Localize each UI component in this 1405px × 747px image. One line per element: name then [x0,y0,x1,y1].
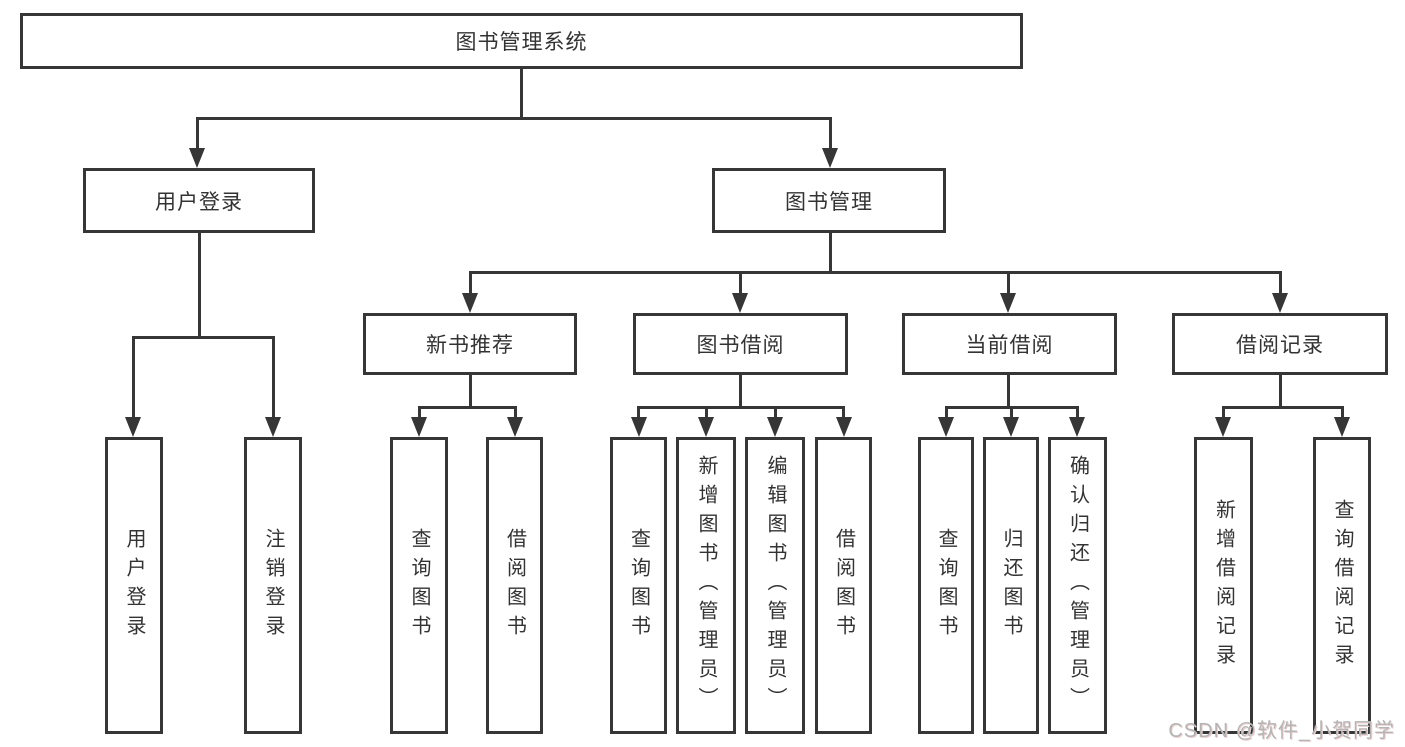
connector-line [469,271,1282,274]
leaf-borrow-book: 借阅图书 [815,437,872,734]
leaf-add-book-admin: 新增图书（管理员） [676,437,736,734]
connector-line [705,406,708,419]
connector-line [520,66,523,119]
connector-line [739,373,742,409]
node-label: 图书管理 [785,190,873,214]
arrow-head [698,417,714,437]
connector-line [132,336,275,339]
arrow-head [938,417,954,437]
node-label: 当前借阅 [965,334,1054,357]
leaf-label: 编辑图书（管理员） [764,455,786,716]
node-book-borrow: 图书借阅 [633,313,848,375]
leaf-label: 新增图书（管理员） [695,455,717,716]
leaf-label: 查询图书 [408,527,430,644]
leaf-label: 查询借阅记录 [1331,498,1353,673]
connector-line [1007,271,1010,296]
arrow-head [1215,417,1231,437]
leaf-label: 查询图书 [627,527,650,644]
connector-line [1007,373,1010,409]
leaf-label: 借阅图书 [503,527,526,644]
connector-line [1076,406,1079,419]
arrow-head [822,148,838,168]
node-root-label: 图书管理系统 [455,31,588,54]
node-root: 图书管理系统 [20,13,1023,69]
connector-line [1222,406,1225,419]
connector-line [418,406,517,409]
connector-line [739,271,742,296]
leaf-logout: 注销登录 [244,437,302,734]
arrow-head [1003,417,1019,437]
leaf-query-book-current: 查询图书 [918,437,974,734]
leaf-confirm-return-admin: 确认归还（管理员） [1048,437,1107,734]
leaf-label: 确认归还（管理员） [1066,455,1089,716]
arrow-head [1272,293,1288,313]
arrow-head [125,417,141,437]
connector-line [196,117,199,150]
arrow-head [1000,293,1016,313]
arrow-head [631,417,647,437]
connector-line [1010,406,1013,419]
connector-line [1341,406,1344,419]
connector-line [829,231,832,273]
arrow-head [411,417,427,437]
leaf-return-book: 归还图书 [983,437,1039,734]
arrow-head [265,417,281,437]
node-current-borrow: 当前借阅 [902,313,1117,375]
leaf-label: 新增借阅记录 [1212,498,1235,673]
connector-line [196,117,832,120]
arrow-head [1334,417,1350,437]
leaf-label: 查询图书 [935,527,957,644]
node-label: 借阅记录 [1236,334,1324,357]
arrow-head [732,293,748,313]
connector-line [842,406,845,419]
leaf-query-borrow-record: 查询借阅记录 [1313,437,1371,734]
leaf-user-login: 用户登录 [105,437,163,734]
leaf-query-book-borrow: 查询图书 [610,437,667,734]
arrow-head [462,293,478,313]
leaf-borrow-book-recommend: 借阅图书 [486,437,543,734]
connector-line [469,271,472,296]
leaf-edit-book-admin: 编辑图书（管理员） [745,437,805,734]
connector-line [1279,373,1282,409]
connector-line [132,336,135,420]
watermark: CSDN @软件_小贺同学 [1168,720,1395,742]
node-book-management: 图书管理 [712,168,946,233]
node-user-login-group: 用户登录 [83,168,315,233]
arrow-head [189,148,205,168]
connector-line [637,406,640,419]
connector-line [198,231,201,337]
node-label: 新书推荐 [426,334,514,357]
connector-line [637,406,845,409]
node-new-book-recommend: 新书推荐 [363,313,577,375]
node-borrow-records: 借阅记录 [1172,313,1388,375]
connector-line [1279,271,1282,296]
connector-line [272,336,275,420]
connector-line [1222,406,1344,409]
connector-line [514,406,517,419]
connector-line [945,406,948,419]
leaf-add-borrow-record: 新增借阅记录 [1194,437,1253,734]
leaf-query-book-recommend: 查询图书 [390,437,448,734]
arrow-head [507,417,523,437]
arrow-head [767,417,783,437]
arrow-head [1069,417,1085,437]
connector-line [829,117,832,150]
leaf-label: 归还图书 [1000,527,1022,644]
node-label: 图书借阅 [696,334,785,357]
node-label: 用户登录 [155,190,243,214]
connector-line [418,406,421,419]
leaf-label: 注销登录 [262,527,284,644]
leaf-label: 借阅图书 [832,527,855,644]
leaf-label: 用户登录 [123,527,145,644]
connector-line [469,373,472,409]
connector-line [774,406,777,419]
arrow-head [836,417,852,437]
